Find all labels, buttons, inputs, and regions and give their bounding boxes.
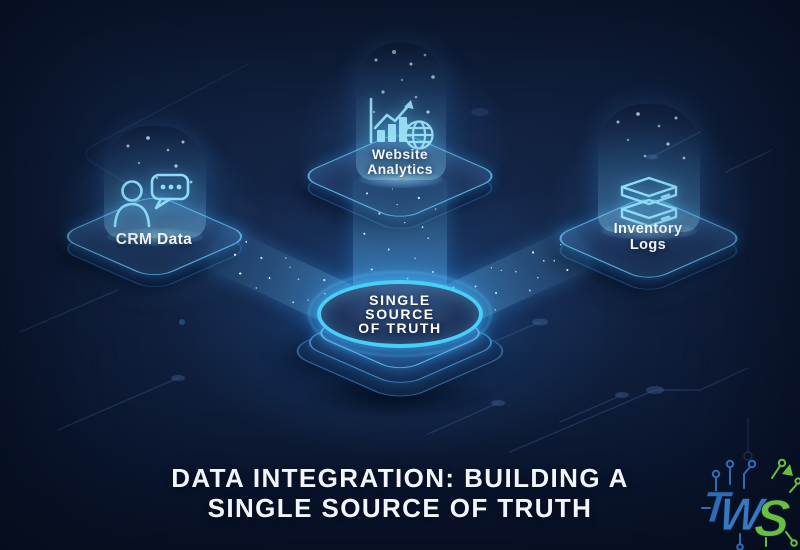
analytics-label-line: Website xyxy=(371,146,429,162)
analytics-label: Website Analytics xyxy=(320,147,480,177)
title-line-1: DATA INTEGRATION: BUILDING A xyxy=(171,463,629,493)
crm-label: CRM Data xyxy=(74,231,234,249)
analytics-label-line: Analytics xyxy=(367,161,433,177)
page-title: DATA INTEGRATION: BUILDING A SINGLE SOUR… xyxy=(0,463,800,523)
logo-circuit-green xyxy=(765,458,800,547)
inventory-label-line: Logs xyxy=(629,237,667,253)
inventory-label: Inventory Logs xyxy=(568,221,728,253)
stacked-boxes-icon xyxy=(620,176,678,228)
inventory-light-beam xyxy=(598,104,700,240)
single-source-of-truth-node: SINGLE SOURCE OF TRUTH xyxy=(317,280,483,348)
logo-letter-w: W xyxy=(717,488,769,540)
crm-label-line: CRM Data xyxy=(115,231,193,248)
logo-circuit-blue xyxy=(701,459,757,550)
chart-globe-icon xyxy=(369,97,434,150)
inventory-label-line: Inventory xyxy=(613,221,683,237)
title-line-2: SINGLE SOURCE OF TRUTH xyxy=(207,493,593,523)
logo-letter-s: S xyxy=(752,490,793,548)
tws-logo: T W S xyxy=(700,458,800,550)
person-chat-icon xyxy=(113,173,190,228)
logo-arrow-icon xyxy=(782,464,793,476)
